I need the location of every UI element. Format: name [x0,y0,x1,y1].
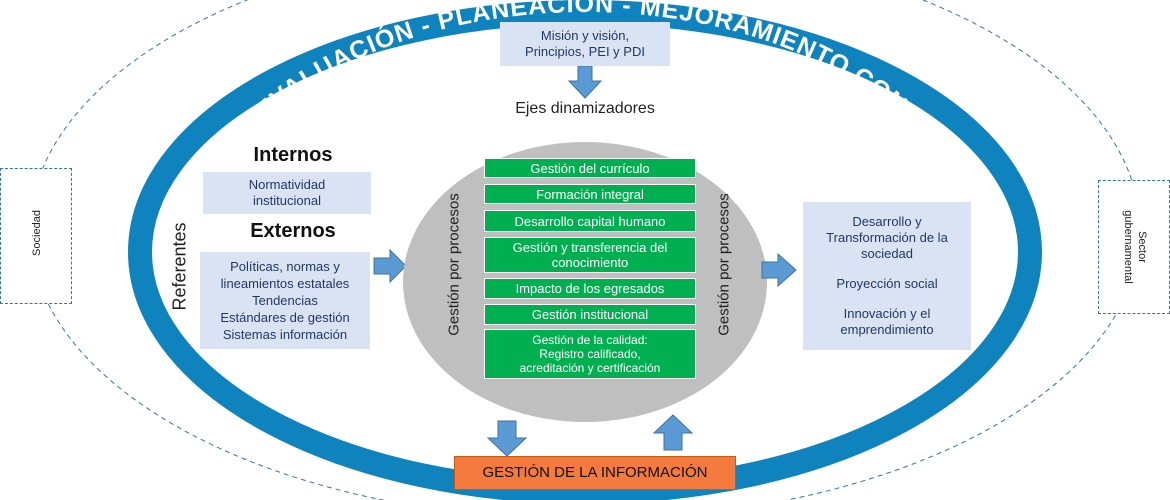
right-arrow-icon [373,248,407,284]
eje-calidad-line-1: Gestión de la calidad: [532,333,648,347]
mision-vision-box: Misión y visión, Principios, PEI y PDI [500,22,670,66]
sector-box: Sector gubernamental [1098,180,1170,314]
eje-transferencia-line-1: Gestión y transferencia del [512,240,668,255]
externos-line-2: lineamientos estatales [220,276,350,291]
eje-capital-humano: Desarrollo capital humano [484,210,696,232]
eje-capital-label: Desarrollo capital humano [514,213,666,229]
ejes-label: Ejes dinamizadores [515,100,655,117]
eje-transferencia-line-2: conocimiento [551,255,629,270]
mision-line-1: Misión y visión, [540,28,630,43]
externos-line-1: Políticas, normas y [230,259,340,274]
externos-box: Políticas, normas y lineamientos estatal… [200,252,370,349]
mision-line-2: Principios, PEI y PDI [525,44,645,59]
eje-formacion-integral: Formación integral [484,184,696,204]
eje-formacion-label: Formación integral [536,186,644,202]
eje-calidad: Gestión de la calidad: Registro califica… [484,329,696,379]
externos-line-4: Estándares de gestión [220,310,350,325]
internos-box: Normatividad institucional [203,172,371,214]
result-line-6: emprendimiento [840,322,934,337]
info-down-arrow-icon [486,420,528,457]
right-arrow-results-icon [761,252,797,288]
eje-curriculo-label: Gestión del currículo [530,160,650,176]
eje-transferencia: Gestión y transferencia del conocimiento [484,237,696,273]
gestion-procesos-right-label: Gestión por procesos [715,193,733,336]
result-line-3: sociedad [860,246,914,261]
result-line-4: Proyección social [836,276,938,291]
result-line-1: Desarrollo y [852,214,922,229]
result-line-5: Innovación y el [843,306,931,321]
internos-line-2: institucional [253,193,321,208]
eje-calidad-line-3: acreditación y certificación [519,361,661,375]
sector-line-2: gubernamental [1122,210,1134,284]
internos-line-1: Normatividad [248,177,326,192]
info-up-arrow-icon [652,414,694,451]
eje-egresados-label: Impacto de los egresados [515,281,665,296]
externos-line-3: Tendencias [252,293,318,308]
blue-ring [128,0,1042,500]
info-label: GESTIÓN DE LA INFORMACIÓN [482,464,708,481]
result-line-2: Transformación de la [826,230,948,245]
externos-heading: Externos [250,220,336,242]
info-box: GESTIÓN DE LA INFORMACIÓN [454,456,736,490]
sector-line-1: Sector [1136,231,1148,263]
gestion-procesos-left-label: Gestión por procesos [445,193,463,336]
eje-curriculo: Gestión del currículo [484,158,696,178]
eje-egresados: Impacto de los egresados [484,278,696,299]
sociedad-label: Sociedad [31,210,43,256]
sociedad-box: Sociedad [0,168,72,304]
results-box: Desarrollo y Transformación de la socied… [803,202,971,350]
sector-label: Sector gubernamental [1121,195,1149,299]
internos-heading: Internos [253,144,333,166]
eje-institucional-label: Gestión institucional [531,307,649,322]
eje-institucional: Gestión institucional [484,304,696,325]
referentes-label: Referentes [169,222,190,311]
down-arrow-icon [567,66,603,99]
eje-calidad-line-2: Registro calificado, [539,347,641,361]
externos-line-5: Sistemas información [222,327,348,342]
